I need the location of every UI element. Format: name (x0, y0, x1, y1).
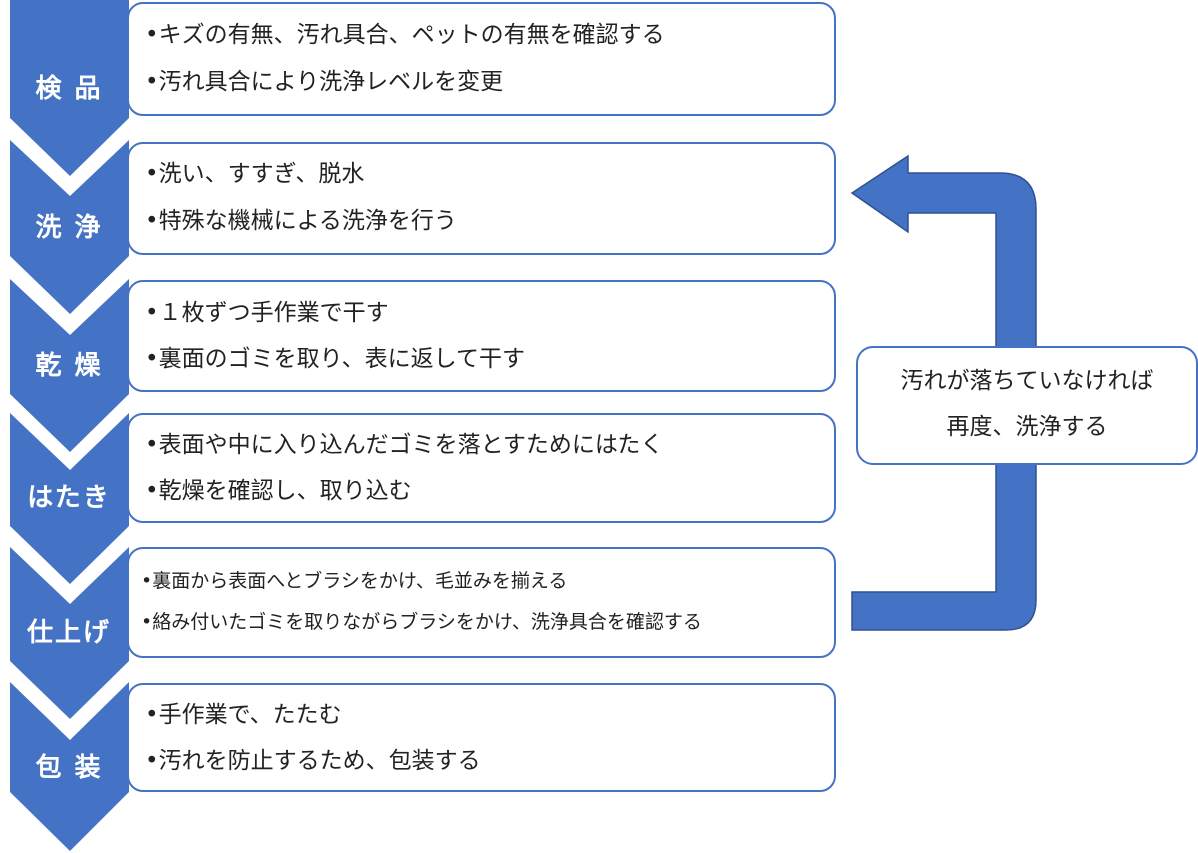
step-bullet: •表面や中に入り込んだゴミを落とすためにはたく (145, 432, 663, 458)
step-bullet: •洗い、すすぎ、脱水 (145, 161, 364, 187)
step-bullet: •キズの有無、汚れ具合、ペットの有無を確認する (145, 22, 665, 48)
step-chevron (10, 547, 129, 719)
loop-note-line-1: 汚れが落ちていなければ (901, 368, 1154, 394)
step-label: 洗 浄 (35, 213, 102, 243)
loop-note-line-2: 再度、洗浄する (947, 414, 1108, 440)
step-chevron (10, 279, 129, 452)
step-bullet: •絡み付いたゴミを取りながらブラシをかけ、洗浄具合を確認する (141, 610, 702, 633)
step-box (127, 142, 836, 255)
step-bullet: •汚れを防止するため、包装する (145, 748, 481, 774)
loop-note-box (856, 346, 1198, 465)
step-bullet: •裏面から表面へとブラシをかけ、毛並みを揃える (141, 569, 567, 592)
step-bullet: •手作業で、たたむ (145, 702, 342, 728)
step-box (127, 280, 836, 392)
step-bullet: •乾燥を確認し、取り込む (145, 478, 412, 504)
step-bullet: •汚れ具合により洗浄レベルを変更 (145, 69, 503, 95)
step-box (127, 413, 836, 523)
step-packaging: •手作業で、たたむ •汚れを防止するため、包装する 包 装 (10, 682, 836, 851)
step-box (127, 2, 836, 116)
step-label: 包 装 (35, 752, 102, 783)
step-box (127, 547, 836, 658)
step-inspection: •キズの有無、汚れ具合、ペットの有無を確認する •汚れ具合により洗浄レベルを変更… (10, 0, 836, 176)
step-chevron (10, 413, 129, 584)
step-bullet: •１枚ずつ手作業で干す (145, 300, 389, 326)
step-bullet: •特殊な機械による洗浄を行う (145, 208, 457, 234)
step-box (127, 683, 836, 792)
step-beating: •表面や中に入り込んだゴミを落とすためにはたく •乾燥を確認し、取り込む はたき (10, 413, 836, 584)
step-chevron (10, 682, 129, 851)
step-label: 乾 燥 (35, 351, 102, 381)
step-finishing: •裏面から表面へとブラシをかけ、毛並みを揃える •絡み付いたゴミを取りながらブラ… (10, 547, 836, 719)
step-chevron (10, 0, 129, 176)
step-label: 検 品 (35, 74, 102, 104)
step-drying: •１枚ずつ手作業で干す •裏面のゴミを取り、表に返して干す 乾 燥 (10, 279, 836, 452)
loop-note: 汚れが落ちていなければ 再度、洗浄する (856, 346, 1198, 465)
step-bullet: •裏面のゴミを取り、表に返して干す (145, 346, 525, 372)
step-washing: •洗い、すすぎ、脱水 •特殊な機械による洗浄を行う 洗 浄 (10, 140, 836, 314)
step-chevron (10, 140, 129, 314)
step-label: はたき (27, 483, 110, 513)
step-label: 仕上げ (26, 618, 111, 648)
